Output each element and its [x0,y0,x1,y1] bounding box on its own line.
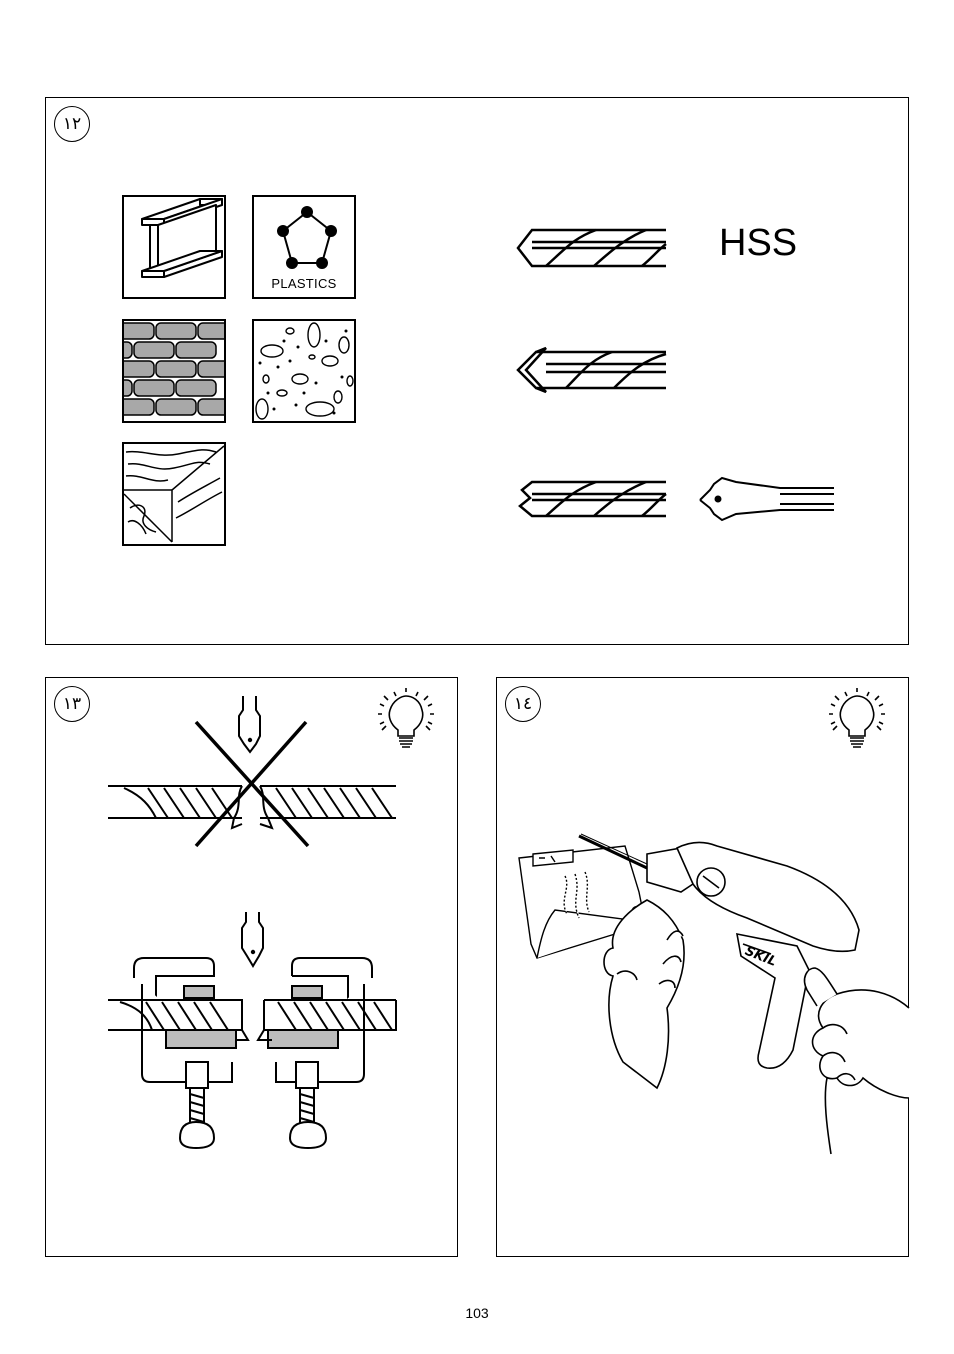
clamp-left-icon [134,958,236,1148]
plank-broken-icon [108,786,396,828]
figure-panel-12: ١٢ PLASTICS [45,97,909,645]
left-hand-icon [604,900,684,1088]
figure-panel-14: ١٤ SKIL [496,677,909,1257]
right-hand-icon [805,968,909,1098]
bit-bottom-icon [242,912,263,966]
masonry-drill-bit-icon [518,348,666,392]
bit-top-icon [239,696,260,752]
figure-panel-13: ١٣ [45,677,458,1257]
spade-bit-icon [700,478,834,520]
hss-label: HSS [719,222,797,265]
clamp-right-icon [268,958,372,1148]
hss-drill-bit-icon [518,230,666,266]
page-number: 103 [0,1305,954,1321]
wood-drill-bit-icon [520,482,666,516]
